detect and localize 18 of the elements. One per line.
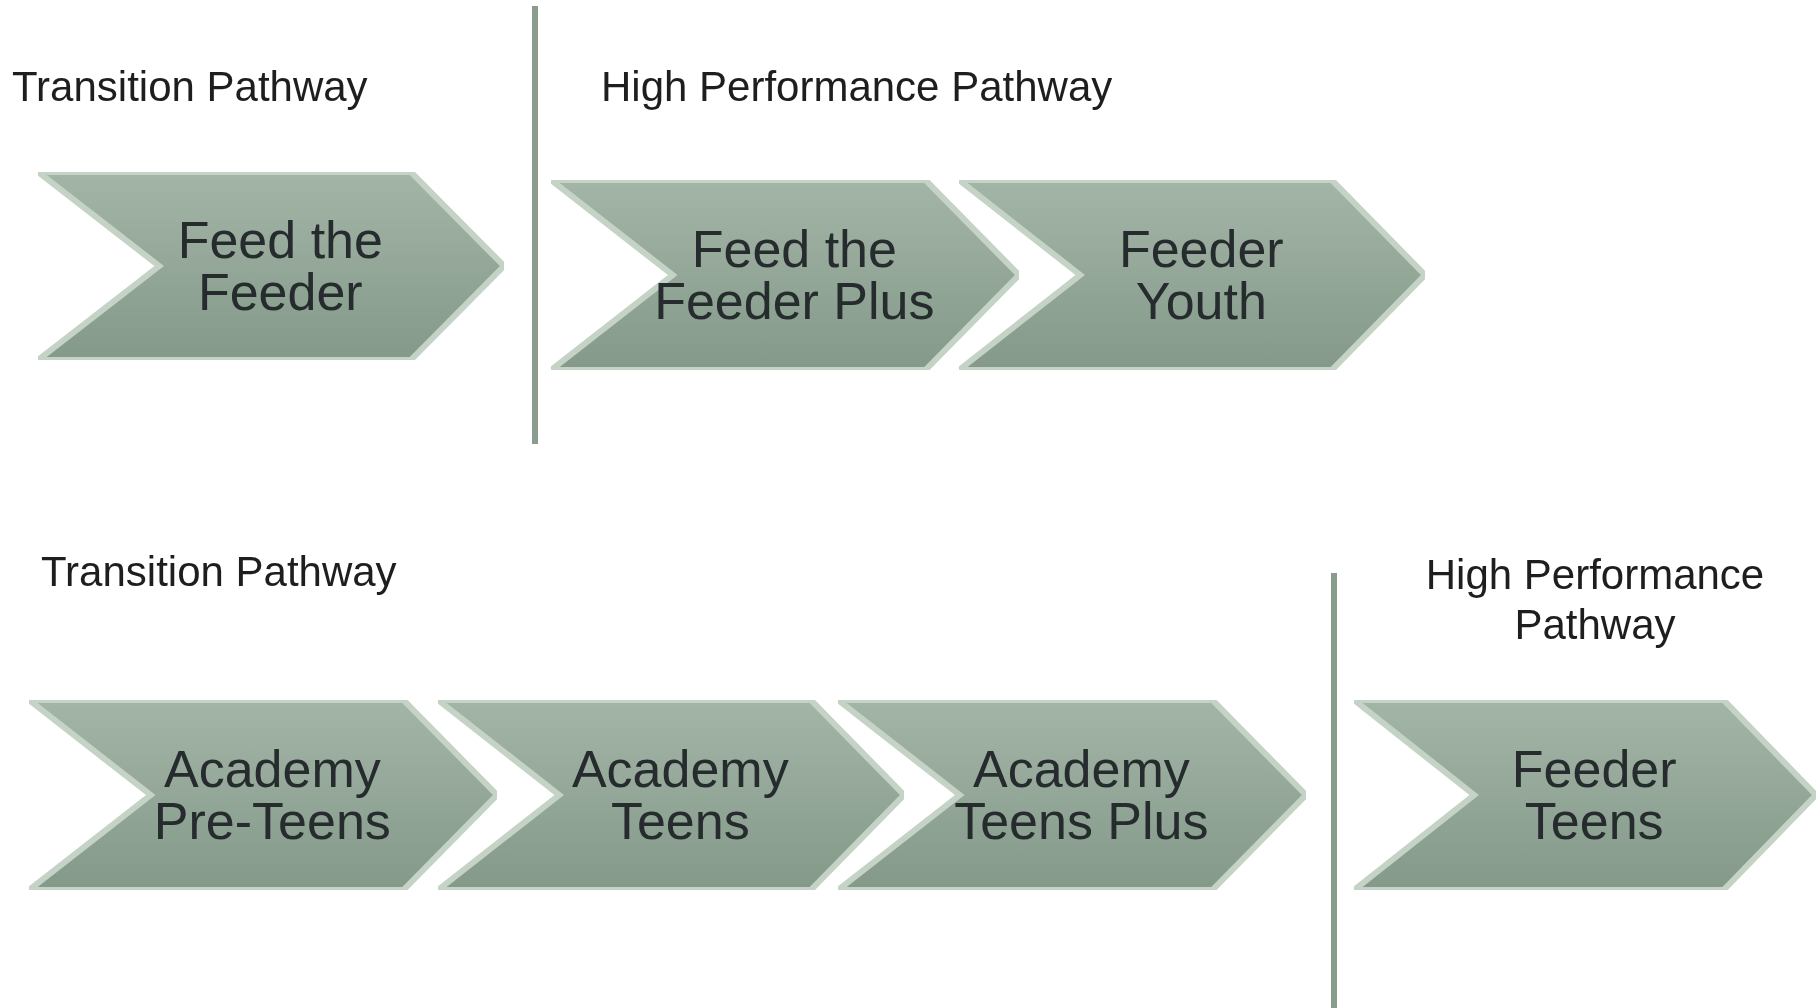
chevron-step [1354, 700, 1816, 890]
chevron-step [438, 700, 904, 890]
step-label: Academy Teens [570, 743, 790, 847]
chevron-step [38, 172, 504, 360]
step-label: Feed the Feeder Plus [653, 223, 936, 327]
pathway-heading: Transition Pathway [12, 62, 369, 112]
pathway-heading: High Performance Pathway [1424, 550, 1766, 651]
chevron-step [959, 180, 1425, 370]
step-label: Academy Pre-Teens [152, 743, 392, 847]
chevron-step [551, 180, 1019, 370]
step-label: Feeder Teens [1510, 743, 1678, 847]
chevron-step [29, 700, 497, 890]
step-label: Feeder Youth [1117, 223, 1285, 327]
step-label: Feed the Feeder [176, 214, 384, 318]
chevron-step [838, 700, 1306, 890]
pathway-heading: Transition Pathway [41, 547, 398, 597]
pathway-heading: High Performance Pathway [601, 62, 1114, 112]
step-label: Academy Teens Plus [953, 743, 1210, 847]
